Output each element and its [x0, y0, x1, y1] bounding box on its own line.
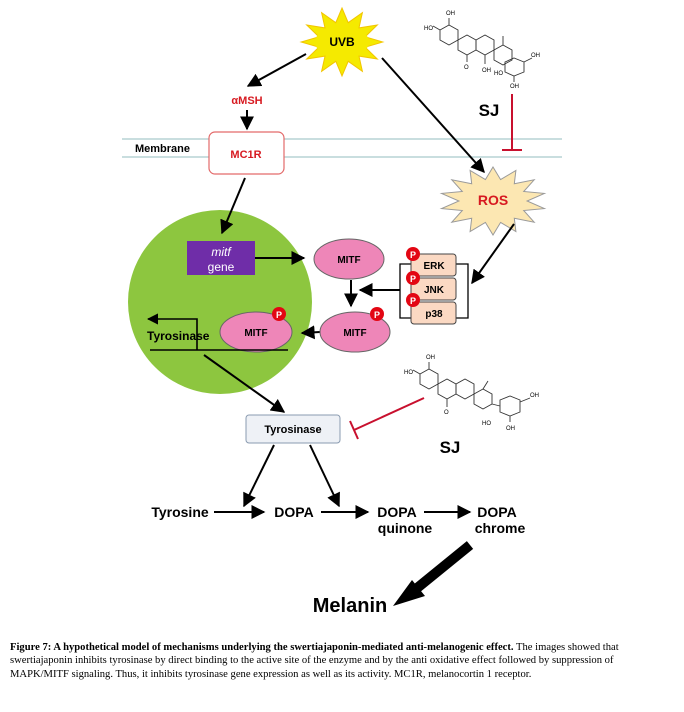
chem-oh-5: OH [426, 355, 435, 361]
sj-bottom-label: SJ [440, 438, 461, 457]
ros-burst [439, 166, 547, 236]
melanin-label: Melanin [313, 595, 387, 617]
figure-caption: Figure 7: A hypothetical model of mechan… [10, 641, 674, 681]
dopa-chrome-label-1: DOPA [477, 504, 516, 520]
chem-ho-1: HO [424, 26, 433, 32]
melanin-arrow [393, 541, 474, 606]
dopa-label: DOPA [274, 504, 313, 520]
ros-label: ROS [478, 192, 508, 208]
membrane [122, 138, 562, 158]
mitf-3 [219, 311, 293, 353]
phospho-jnk-label: P [410, 274, 416, 284]
arrows [203, 53, 515, 519]
mitf-gene-label: gene [208, 260, 235, 274]
chem-oh-7: OH [530, 393, 539, 399]
erk-box [410, 253, 457, 277]
chem-o-1: O [464, 65, 469, 71]
erk-label: ERK [423, 261, 445, 272]
uvb-label: UVB [329, 35, 355, 49]
uvb-sun-icon [299, 6, 385, 78]
phospho-mitf-3 [272, 307, 286, 321]
sj-top-label: SJ [479, 101, 500, 120]
chem-oh-2: OH [482, 68, 491, 74]
phospho-mitf-2 [370, 307, 384, 321]
phospho-p38-label: P [410, 296, 416, 306]
mitf-gene-box [187, 241, 255, 275]
dopa-chrome-label-2: chrome [475, 520, 526, 536]
phospho-mitf-3-label: P [276, 310, 282, 320]
membrane-label: Membrane [135, 143, 190, 155]
amsh-label: αMSH [231, 95, 262, 107]
mitf-3-label: MITF [244, 328, 267, 339]
p38-label: p38 [425, 309, 443, 320]
phospho-mitf-2-label: P [374, 310, 380, 320]
mitf-2 [319, 311, 391, 353]
mechanism-diagram: Membrane UVB αMSH MC1R ROS OH HO O OH HO… [122, 6, 562, 617]
mitf-1 [313, 238, 385, 280]
swertiajaponin-structure-bottom [412, 362, 531, 422]
swertiajaponin-structure-top [432, 18, 533, 82]
tyrosinase-enzyme-label: Tyrosinase [264, 424, 321, 436]
phospho-erk [406, 247, 420, 261]
chem-ho-2: HO [494, 71, 503, 77]
dopa-quinone-label-2: quinone [378, 520, 433, 536]
jnk-label: JNK [424, 285, 445, 296]
chem-ho-3: HO [404, 370, 413, 376]
tyrosine-label: Tyrosine [151, 504, 209, 520]
tyrosinase-gene-label: Tyrosinase [147, 329, 210, 343]
chem-ho-4: HO [482, 421, 491, 427]
tyrosinase-gene-line [146, 313, 288, 351]
mc1r-label: MC1R [230, 149, 261, 161]
phospho-p38 [406, 293, 420, 307]
sj-inhibition-top [502, 94, 522, 151]
tyrosinase-enzyme-box [245, 414, 341, 444]
mitf-1-label: MITF [337, 255, 360, 266]
chem-oh-1: OH [446, 11, 455, 17]
chem-oh-6: OH [506, 426, 515, 432]
chem-oh-3: OH [510, 84, 519, 90]
mapk-bracket [399, 263, 469, 319]
chem-o-2: O [444, 410, 449, 416]
mc1r-box [208, 131, 285, 175]
figure-caption-body: The images showed that swertiajaponin in… [10, 642, 619, 680]
phospho-erk-label: P [410, 250, 416, 260]
chem-oh-4: OH [531, 53, 540, 59]
mitf-gene-italic: mitf [211, 245, 232, 259]
jnk-box [410, 277, 457, 301]
sj-inhibition-bottom [349, 397, 425, 440]
mitf-2-label: MITF [343, 328, 366, 339]
figure-caption-title: Figure 7: A hypothetical model of mechan… [10, 642, 514, 653]
phospho-jnk [406, 271, 420, 285]
p38-box [410, 301, 457, 325]
dopa-quinone-label-1: DOPA [377, 504, 416, 520]
